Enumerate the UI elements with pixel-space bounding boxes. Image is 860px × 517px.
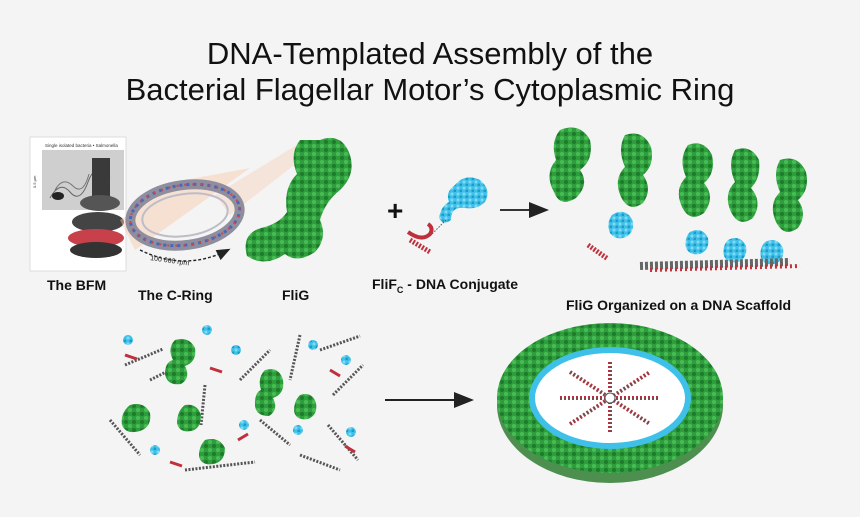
c-ring-figure <box>125 179 245 262</box>
conjugate-suffix: - DNA Conjugate <box>403 276 518 292</box>
flig-molecule <box>245 137 352 262</box>
label-c-ring: The C-Ring <box>138 287 213 303</box>
scaffold-assembly <box>549 127 807 272</box>
assembled-ring <box>497 323 723 483</box>
mixture-components <box>108 325 365 472</box>
bfm-figure <box>29 136 320 272</box>
plus-operator: + <box>387 195 403 226</box>
label-flig: FliG <box>282 287 310 303</box>
micrograph-scale: 0.5 µm <box>32 175 37 188</box>
label-bfm: The BFM <box>47 277 107 293</box>
ring-speed-label: 100 000 rpm <box>150 255 190 267</box>
label-conjugate: FliFC - DNA Conjugate <box>372 276 518 295</box>
conjugate-subscript: C <box>396 284 404 295</box>
label-scaffold: FliG Organized on a DNA Scaffold <box>566 297 792 313</box>
title-line-2: Bacterial Flagellar Motor’s Cytoplasmic … <box>125 72 735 107</box>
conjugate-prefix: FliF <box>372 276 397 292</box>
conjugate-molecule <box>406 177 488 255</box>
micrograph-caption: Single isolated bacteria • Salmonella <box>45 143 118 148</box>
title-line-1: DNA-Templated Assembly of the <box>206 36 654 71</box>
